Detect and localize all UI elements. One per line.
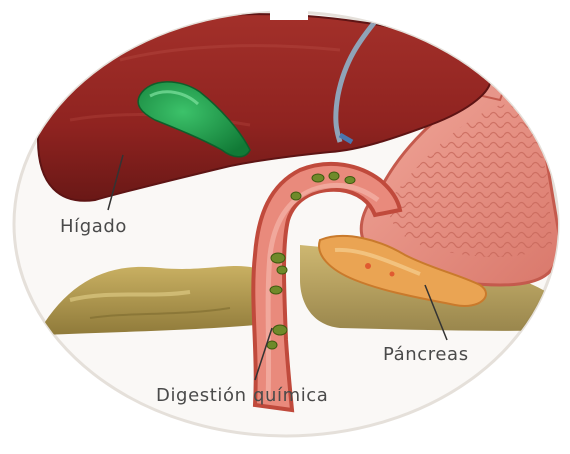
label-liver: Hígado xyxy=(60,216,127,237)
label-pancreas: Páncreas xyxy=(383,344,469,365)
top-notch xyxy=(270,2,308,20)
label-chemical-digestion: Digestión química xyxy=(156,385,328,406)
